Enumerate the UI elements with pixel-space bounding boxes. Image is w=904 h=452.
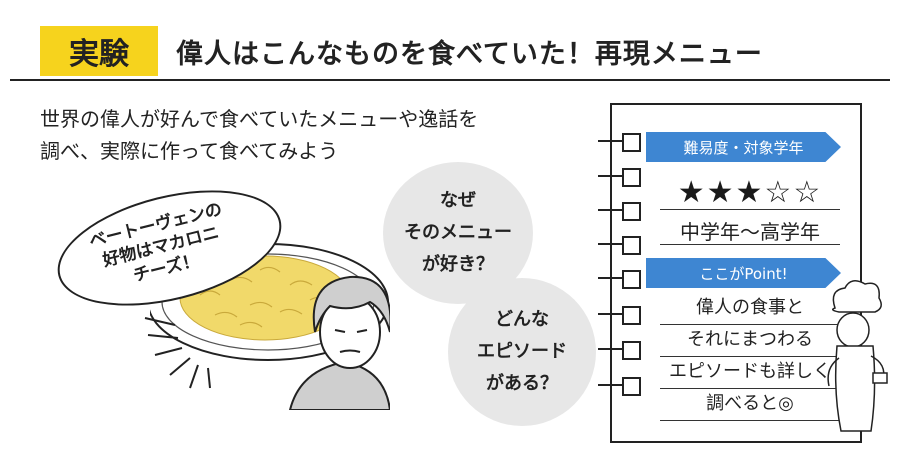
ring-wire: [598, 384, 622, 386]
category-tag: 実験: [40, 26, 158, 76]
ring-wire: [598, 140, 622, 142]
intro-text: 世界の偉人が好んで食べていたメニューや逸話を 調べ、実際に作って食べてみよう: [40, 107, 479, 163]
binder-ring: [622, 377, 641, 396]
difficulty-label: 難易度・対象学年: [646, 132, 841, 162]
beethoven-hair: [312, 275, 390, 333]
beethoven-body: [288, 360, 390, 410]
notebook-rule: [660, 244, 840, 245]
binder-ring: [622, 168, 641, 187]
chef-illustration: [827, 280, 888, 432]
question-bubble-episode: どんな エピソード がある？: [448, 278, 596, 426]
point-label: ここがPoint!: [646, 258, 841, 288]
binder-ring: [622, 306, 641, 325]
page-header: 実験 偉人はこんなものを食べていた！再現メニュー: [0, 0, 904, 82]
ring-wire: [598, 348, 622, 350]
notebook-rule: [660, 420, 840, 421]
ring-wire: [598, 313, 622, 315]
point-text: 偉人の食事と それにまつわる エピソードも詳しく 調べると◎: [669, 297, 831, 414]
page-title: 偉人はこんなものを食べていた！再現メニュー: [176, 39, 763, 70]
ring-wire: [598, 277, 622, 279]
header-divider: [10, 79, 890, 81]
notebook-rule: [660, 356, 840, 357]
binder-ring: [622, 133, 641, 152]
target-grade: 中学年〜高学年: [680, 220, 820, 244]
binder-ring: [622, 236, 641, 255]
ring-wire: [598, 175, 622, 177]
notebook-rule: [660, 388, 840, 389]
notebook-rule: [660, 324, 840, 325]
binder-ring: [622, 341, 641, 360]
notebook-rule: [660, 209, 840, 210]
binder-ring: [622, 202, 641, 221]
binder-ring: [622, 270, 641, 289]
ring-wire: [598, 209, 622, 211]
motion-lines: [144, 317, 211, 389]
difficulty-stars: ★★★☆☆: [677, 175, 823, 210]
ring-wire: [598, 243, 622, 245]
